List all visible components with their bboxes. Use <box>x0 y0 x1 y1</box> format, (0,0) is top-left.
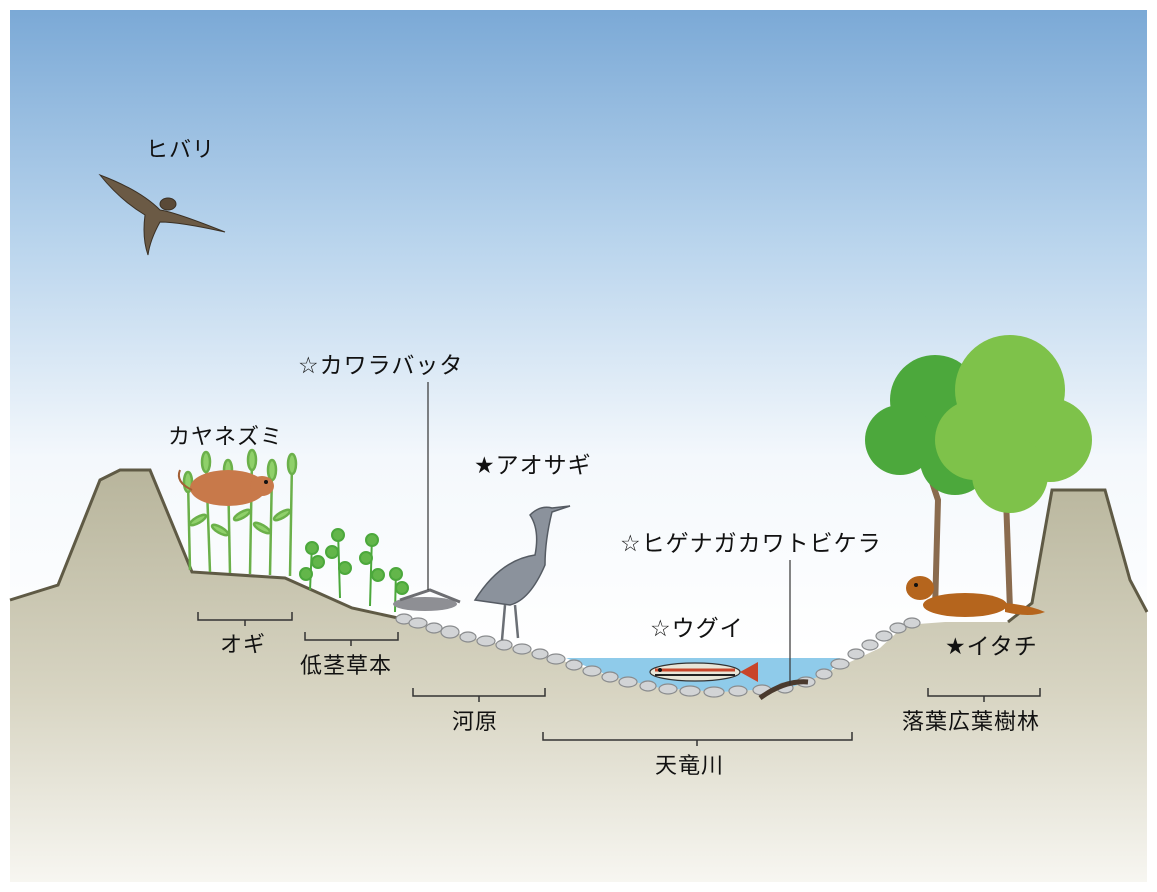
heron-illustration <box>473 505 571 641</box>
grasshopper-illustration <box>393 588 461 611</box>
heron-label: ★アオサギ <box>474 453 592 479</box>
riverbed-bracket <box>412 688 546 702</box>
fish-illustration <box>649 662 758 682</box>
river-habitat-label: 天竜川 <box>655 754 725 779</box>
ogi-habitat-label: オギ <box>220 633 267 658</box>
ground-cross-section <box>10 470 1147 882</box>
skylark-illustration <box>98 173 226 256</box>
ground-outline-right <box>1007 488 1149 624</box>
weasel-illustration <box>906 576 1045 617</box>
riverbed-stones <box>395 613 921 698</box>
weasel-label: ★イタチ <box>945 634 1038 660</box>
low-herbs-habitat-label: 低茎草本 <box>300 654 393 679</box>
sky <box>10 10 1147 650</box>
skylark-label: ヒバリ <box>146 138 216 163</box>
caddisfly-label: ☆ヒゲナガカワトビケラ <box>620 531 882 557</box>
grasshopper-label: ☆カワラバッタ <box>298 353 464 379</box>
deciduous-trees <box>865 335 1092 611</box>
riverbed-habitat-label: 河原 <box>452 710 499 735</box>
fish-label: ☆ウグイ <box>650 616 744 642</box>
forest-habitat-label: 落葉広葉樹林 <box>902 710 1041 735</box>
harvest-mouse-illustration <box>177 469 274 506</box>
low-herbs-bracket <box>304 632 399 646</box>
harvest-mouse-label: カヤネズミ <box>168 425 284 450</box>
low-herbs <box>299 528 409 613</box>
river-bracket <box>542 732 853 746</box>
forest-bracket <box>927 688 1041 702</box>
caddisfly-larva-illustration <box>758 679 809 701</box>
ground-outline <box>9 468 399 620</box>
ogi-bracket <box>197 612 293 626</box>
